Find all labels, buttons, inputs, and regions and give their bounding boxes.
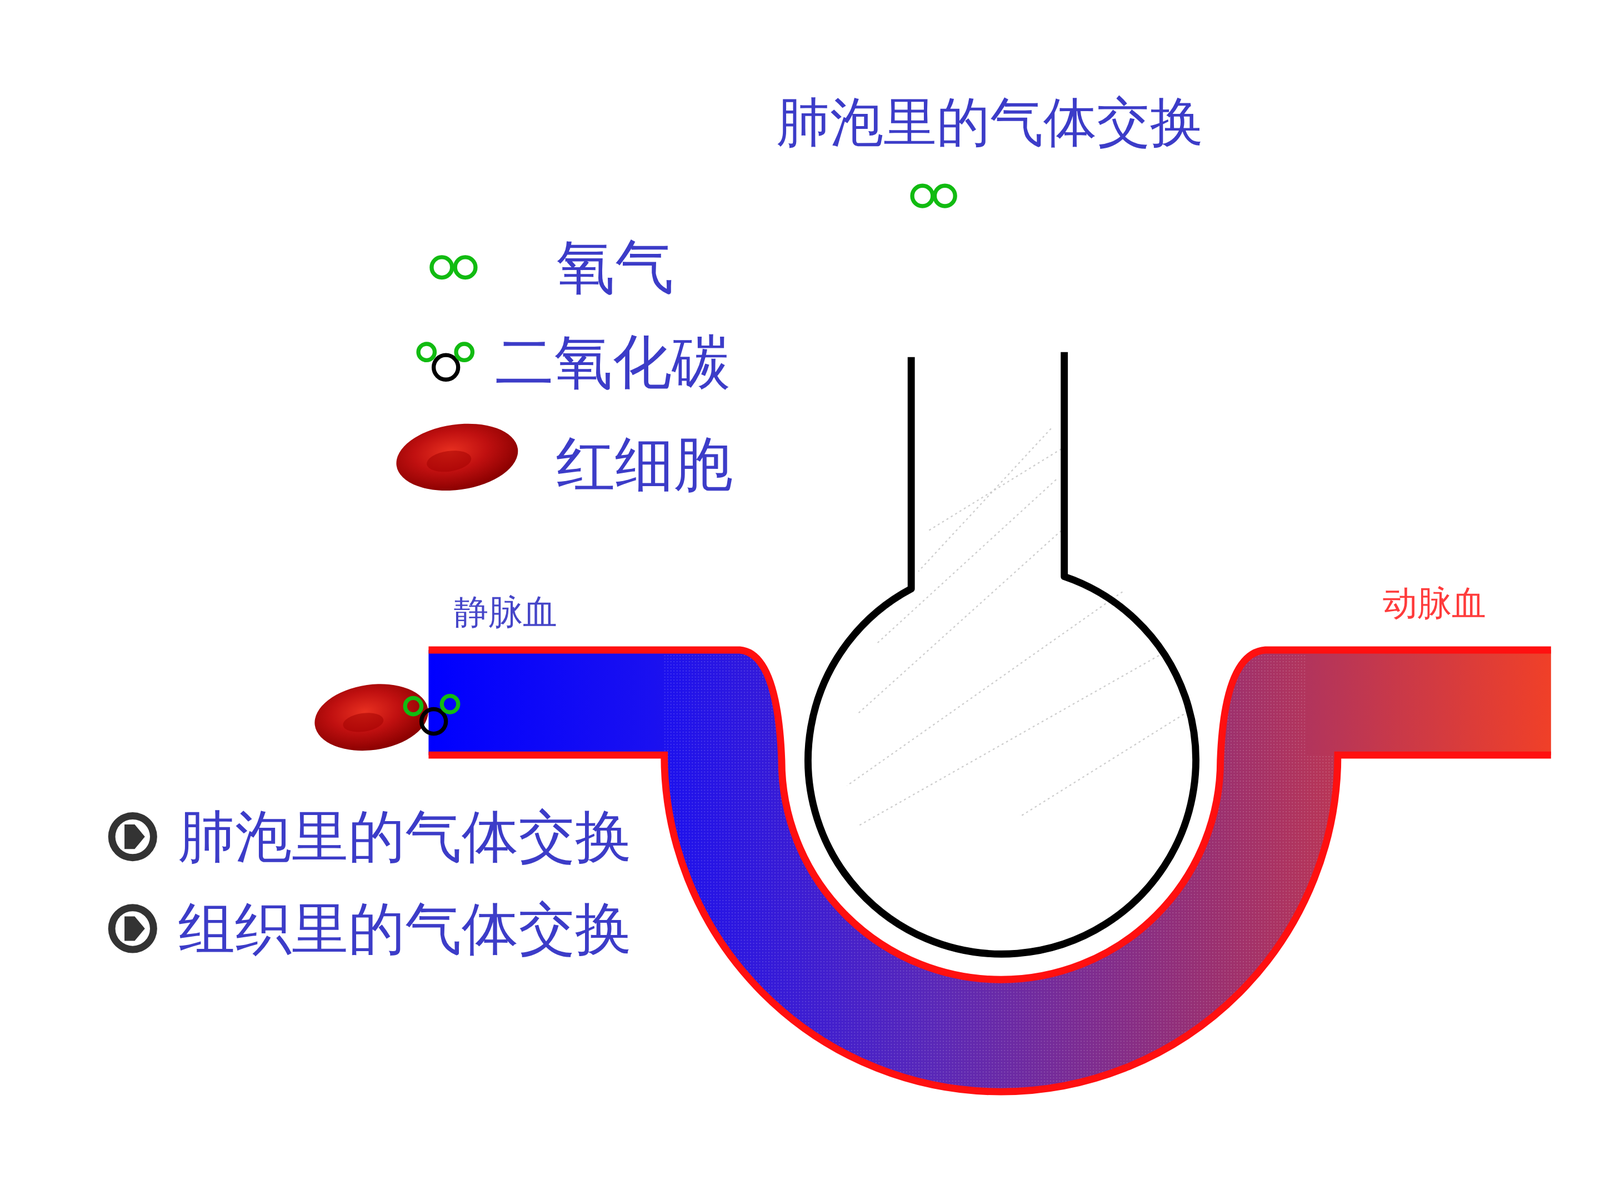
rbc-center xyxy=(341,710,385,735)
legend-text: 氧气 xyxy=(556,237,674,297)
diagram-title: 肺泡里的气体交换 xyxy=(776,95,1204,149)
legend-oxygen-symbol xyxy=(431,257,476,278)
blood-label: 静脉血 xyxy=(453,595,558,630)
legend-text: 红细胞 xyxy=(556,435,733,494)
blood-label: 动脉血 xyxy=(1382,586,1487,621)
play-button-icon xyxy=(108,903,158,953)
alveolus-shading xyxy=(846,428,1184,827)
capillary-texture xyxy=(663,650,1338,1092)
co2-symbol xyxy=(405,696,459,734)
legend-co2-symbol xyxy=(418,343,473,380)
button-label: 肺泡里的气体交换 xyxy=(178,808,632,865)
play-button-icon xyxy=(108,812,158,862)
red-blood-cell xyxy=(310,677,433,758)
legend-text: 二氧化碳 xyxy=(495,332,731,392)
oxygen-symbol xyxy=(912,185,955,207)
legend-rbc-symbol xyxy=(392,416,523,498)
button-label: 组织里的气体交换 xyxy=(178,900,632,958)
capillary-fill xyxy=(428,650,1551,1092)
rbc-center xyxy=(425,447,473,475)
alveolus-outline xyxy=(808,352,1197,955)
